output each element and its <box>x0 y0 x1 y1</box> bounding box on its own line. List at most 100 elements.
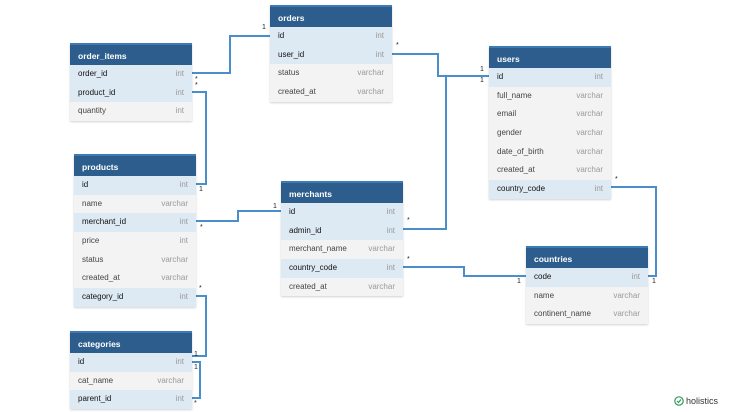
column-row[interactable]: code int <box>526 268 648 287</box>
column-row[interactable]: status varchar <box>74 250 196 270</box>
column-type: int <box>375 31 384 40</box>
column-type: varchar <box>161 198 188 208</box>
check-circle-icon <box>674 396 684 406</box>
column-row[interactable]: id int <box>270 27 392 46</box>
rel-users-countries <box>611 186 657 277</box>
cardinality-one: 1 <box>262 24 266 31</box>
column-name: id <box>278 31 285 40</box>
column-row[interactable]: parent_id int <box>70 390 192 410</box>
column-name: gender <box>497 128 522 138</box>
cardinality-many: * <box>194 400 197 407</box>
column-row[interactable]: id int <box>70 353 192 372</box>
column-type: int <box>386 225 395 235</box>
column-name: category_id <box>82 292 124 302</box>
column-name: id <box>78 357 85 366</box>
column-type: int <box>179 180 188 189</box>
column-row[interactable]: email varchar <box>489 105 611 125</box>
column-row[interactable]: user_id int <box>270 45 392 65</box>
column-type: varchar <box>157 375 184 385</box>
table-title: orders <box>270 5 392 27</box>
cardinality-one: 1 <box>194 364 198 371</box>
cardinality-many: * <box>199 285 202 292</box>
cardinality-many: * <box>615 176 618 183</box>
table-title: products <box>74 154 196 176</box>
column-row[interactable]: created_at varchar <box>270 83 392 102</box>
column-type: int <box>179 236 188 246</box>
column-type: varchar <box>576 109 603 119</box>
column-row[interactable]: gender varchar <box>489 124 611 143</box>
holistics-logo: holistics <box>674 396 718 406</box>
column-name: cat_name <box>78 375 114 385</box>
cardinality-one: 1 <box>517 278 521 285</box>
column-type: varchar <box>357 87 384 97</box>
table-title: users <box>489 46 611 68</box>
column-type: int <box>175 106 184 116</box>
column-type: int <box>631 272 640 281</box>
cardinality-one: 1 <box>480 66 484 73</box>
column-name: full_name <box>497 90 532 100</box>
column-name: status <box>278 68 300 78</box>
rel-products-categories <box>192 295 207 357</box>
column-type: varchar <box>161 254 188 264</box>
column-name: country_code <box>497 184 546 194</box>
rel-merchants-users <box>403 75 489 230</box>
rel-order-items-orders <box>192 35 270 74</box>
column-type: int <box>375 49 384 59</box>
rel-categories-self <box>192 361 201 399</box>
column-row[interactable]: price int <box>74 232 196 251</box>
column-name: price <box>82 236 100 246</box>
column-name: id <box>497 72 504 81</box>
column-row[interactable]: admin_id int <box>281 221 403 241</box>
column-name: created_at <box>278 87 316 97</box>
column-type: int <box>175 69 184 78</box>
column-type: int <box>179 292 188 302</box>
cardinality-one: 1 <box>652 278 656 285</box>
column-row[interactable]: category_id int <box>74 288 196 307</box>
column-type: varchar <box>576 146 603 156</box>
column-name: status <box>82 254 104 264</box>
column-name: admin_id <box>289 225 322 235</box>
column-type: varchar <box>576 128 603 138</box>
brand-name: holistics <box>685 396 718 406</box>
column-type: varchar <box>161 273 188 283</box>
column-type: int <box>175 394 184 404</box>
column-name: code <box>534 272 552 281</box>
cardinality-one: 1 <box>273 203 277 210</box>
column-name: user_id <box>278 49 305 59</box>
column-name: parent_id <box>78 394 112 404</box>
cardinality-many: * <box>200 224 203 231</box>
table-title: countries <box>526 246 648 268</box>
cardinality-many: * <box>407 256 410 263</box>
cardinality-many: * <box>195 76 198 83</box>
column-type: varchar <box>368 281 395 291</box>
column-type: int <box>175 357 184 366</box>
column-name: email <box>497 109 517 119</box>
column-row[interactable]: cat_name varchar <box>70 371 192 391</box>
